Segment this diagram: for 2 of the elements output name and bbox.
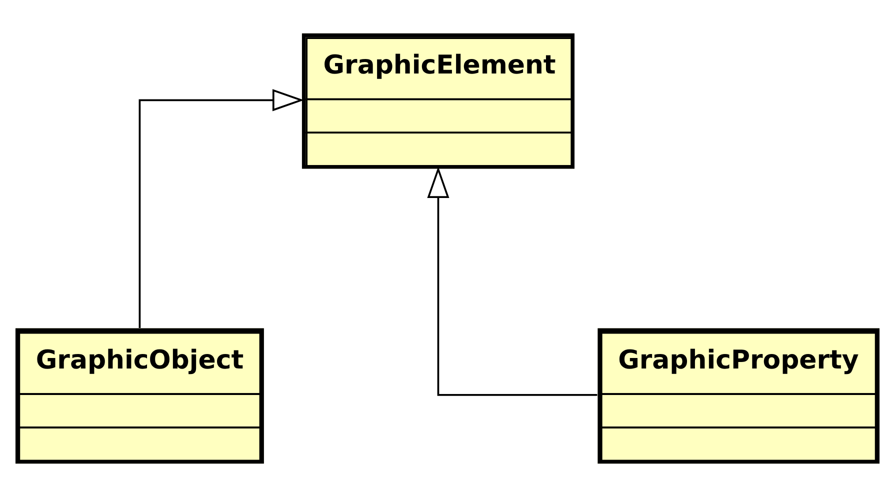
- arrow: [427, 166, 598, 396]
- arrow: [138, 89, 304, 328]
